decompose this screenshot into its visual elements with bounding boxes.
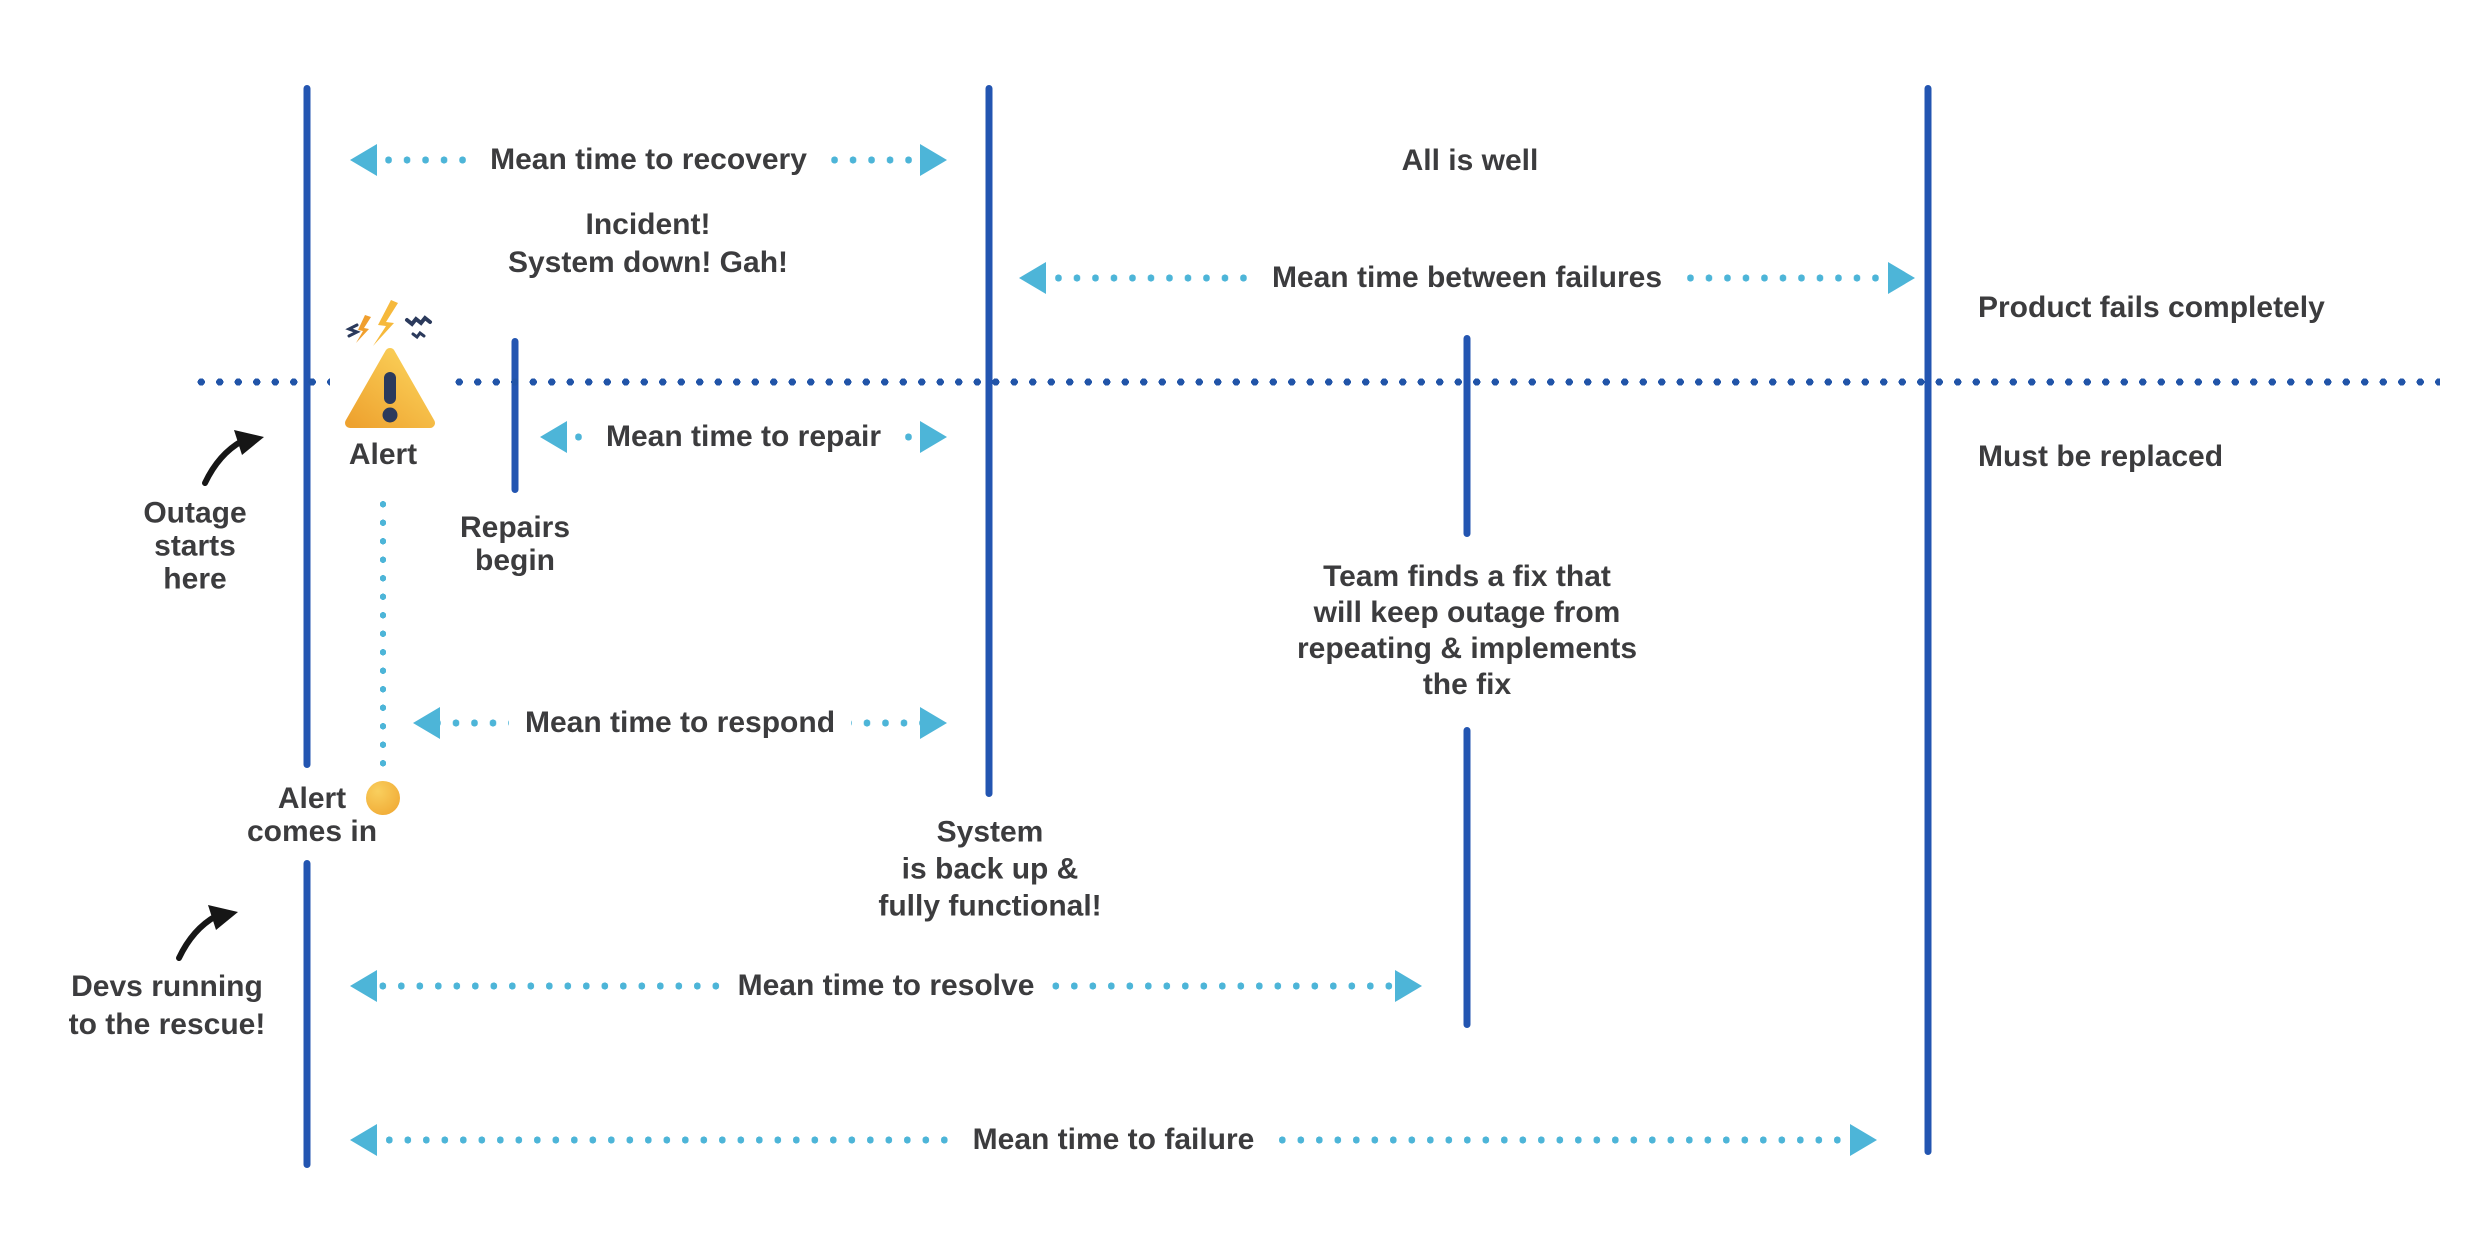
arrow-dotted-segment — [897, 433, 921, 441]
timeline-fix-implemented-line-upper — [1463, 335, 1471, 537]
devs-running-annotation: Devs running to the rescue! — [68, 970, 266, 1041]
system-back-up-annotation: System is back up & fully functional! — [878, 815, 1102, 923]
all-is-well-annotation: All is well — [1401, 144, 1539, 177]
product-fails-annotation: Product fails completely — [1978, 291, 2325, 324]
curved-arrow-icon-devs — [176, 905, 238, 961]
timeline-system-back-up-line — [985, 85, 993, 797]
mean-time-to-repair-label: Mean time to repair — [605, 420, 882, 453]
mean-time-to-resolve-arrow: Mean time to resolve — [350, 969, 1423, 1002]
mean-time-to-resolve-label: Mean time to resolve — [737, 969, 1035, 1002]
arrowhead-left-icon — [540, 421, 567, 453]
arrowhead-right-icon — [1850, 1124, 1877, 1156]
arrowhead-right-icon — [920, 421, 948, 453]
spark-bolts — [345, 300, 432, 346]
arrow-dotted-segment — [440, 719, 509, 727]
repairs-begin-annotation: Repairs begin — [459, 511, 571, 577]
warning-triangle-icon — [345, 300, 435, 428]
baseline-dotted-left — [192, 378, 330, 386]
mean-time-to-failure-arrow: Mean time to failure — [350, 1124, 1877, 1156]
team-finds-fix-annotation: Team finds a fix that will keep outage f… — [1296, 560, 1638, 701]
timeline-outage-start-line-lower — [303, 860, 311, 1168]
mean-time-to-respond-arrow: Mean time to respond — [413, 706, 948, 739]
arrowhead-left-icon — [350, 970, 377, 1002]
arrow-dotted-segment — [377, 1136, 957, 1144]
timeline-repairs-begin-tick — [511, 338, 519, 493]
timeline-product-fails-line — [1924, 85, 1932, 1155]
arrow-dotted-segment — [377, 156, 475, 164]
mean-time-to-respond-label: Mean time to respond — [524, 706, 836, 739]
timeline-outage-start-line-upper — [303, 85, 311, 768]
arrow-dotted-segment — [1270, 1136, 1850, 1144]
alert-dot-icon — [366, 781, 400, 815]
mean-time-to-recovery-arrow: Mean time to recovery — [350, 143, 948, 176]
arrow-dotted-segment — [1046, 274, 1256, 282]
alert-comes-in-annotation: Alert comes in — [246, 782, 378, 848]
mean-time-between-failures-label: Mean time between failures — [1271, 261, 1663, 294]
arrowhead-right-icon — [1395, 970, 1423, 1002]
alert-drop-dotted-line — [379, 495, 387, 770]
arrowhead-left-icon — [413, 707, 440, 739]
arrow-dotted-segment — [1678, 274, 1888, 282]
arrow-dotted-segment — [851, 719, 921, 727]
arrow-dotted-segment — [822, 156, 921, 164]
arrow-dotted-segment — [377, 982, 722, 990]
timeline-fix-implemented-line-lower — [1463, 727, 1471, 1028]
mean-time-to-recovery-label: Mean time to recovery — [490, 143, 807, 176]
arrowhead-left-icon — [1019, 262, 1046, 294]
curved-arrow-icon-outage — [202, 430, 264, 486]
outage-starts-here-annotation: Outage starts here — [143, 496, 247, 596]
arrow-dotted-segment — [567, 433, 590, 441]
arrowhead-right-icon — [920, 144, 948, 176]
arrow-dotted-segment — [1050, 982, 1396, 990]
incident-annotation: Incident! System down! Gah! — [507, 208, 789, 279]
alert-label: Alert — [348, 438, 418, 471]
mean-time-between-failures-arrow: Mean time between failures — [1019, 262, 1915, 294]
baseline-dotted-right — [450, 378, 2440, 386]
must-be-replaced-annotation: Must be replaced — [1978, 440, 2224, 473]
arrowhead-right-icon — [1888, 262, 1915, 294]
mean-time-to-failure-label: Mean time to failure — [972, 1123, 1255, 1156]
arrowhead-right-icon — [920, 707, 948, 739]
arrowhead-left-icon — [350, 1124, 377, 1156]
arrowhead-left-icon — [350, 144, 377, 176]
mean-time-to-repair-arrow: Mean time to repair — [540, 420, 948, 453]
